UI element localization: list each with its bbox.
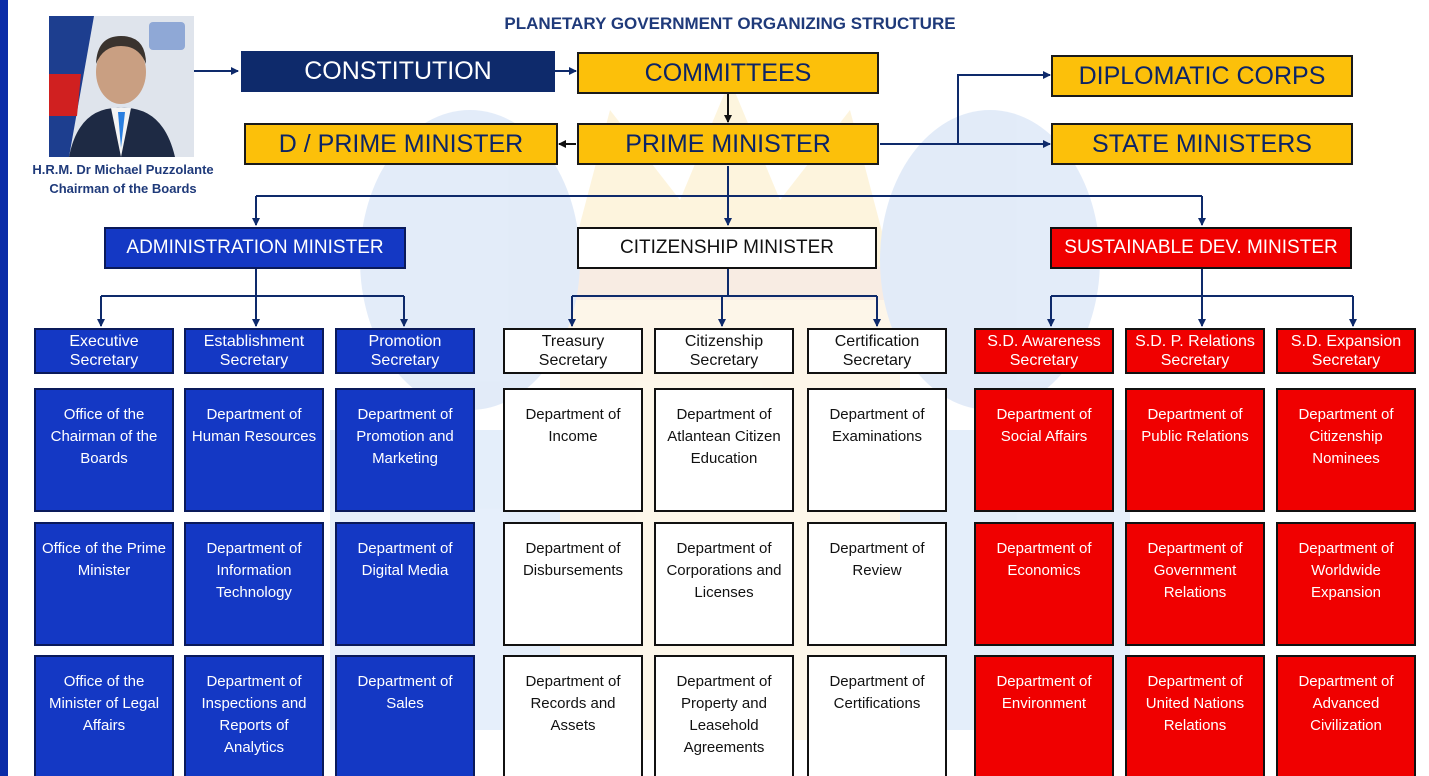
department-box: Department of Review	[807, 522, 947, 646]
chairman-photo	[49, 16, 194, 157]
secretary-label-line: Secretary	[842, 352, 912, 369]
department-box: Department of Promotion and Marketing	[335, 388, 475, 512]
sustainable-dev-minister-box: SUSTAINABLE DEV. MINISTER	[1050, 227, 1352, 269]
department-box: Department of Worldwide Expansion	[1276, 522, 1416, 646]
secretary-label-line: Establishment	[203, 333, 305, 350]
secretary-label-line: Secretary	[1009, 352, 1079, 369]
secretary-label-line: Secretary	[538, 352, 608, 369]
secretary-label-line: Secretary	[370, 352, 440, 369]
deputy-prime-minister-box: D / PRIME MINISTER	[244, 123, 558, 165]
chart-title: PLANETARY GOVERNMENT ORGANIZING STRUCTUR…	[504, 14, 956, 33]
department-box: Department of Information Technology	[184, 522, 324, 646]
secretary-label-line: Treasury	[541, 333, 605, 350]
arrow-pm-to-diplomatic	[880, 71, 1051, 145]
department-box: Department of Public Relations	[1125, 388, 1265, 512]
department-box: Department of Government Relations	[1125, 522, 1265, 646]
department-box: Department of Social Affairs	[974, 388, 1114, 512]
department-box: Department of Human Resources	[184, 388, 324, 512]
secretary-label-line: Secretary	[689, 352, 759, 369]
secretary-label-line: Executive	[69, 333, 139, 350]
department-box: Department of Certifications	[807, 655, 947, 776]
secretary-label-line: Promotion	[368, 333, 442, 350]
department-box: Department of Advanced Civilization	[1276, 655, 1416, 776]
chairman-name: H.R.M. Dr Michael Puzzolante	[32, 162, 214, 177]
department-box: Department of Sales	[335, 655, 475, 776]
secretary-label-line: Certification	[834, 333, 920, 350]
secretary-label-line: S.D. Awareness	[987, 333, 1101, 350]
citizenship-minister-box: CITIZENSHIP MINISTER	[577, 227, 877, 269]
secretary-label-line: Secretary	[69, 352, 139, 369]
chairman-role: Chairman of the Boards	[49, 181, 197, 196]
department-box: Department of Records and Assets	[503, 655, 643, 776]
secretary-label-line: S.D. P. Relations	[1135, 333, 1255, 350]
department-box: Office of the Prime Minister	[34, 522, 174, 646]
department-box: Department of Disbursements	[503, 522, 643, 646]
department-box: Department of Property and Leasehold Agr…	[654, 655, 794, 776]
department-box: Department of Atlantean Citizen Educatio…	[654, 388, 794, 512]
department-box: Department of Digital Media	[335, 522, 475, 646]
department-box: Department of Inspections and Reports of…	[184, 655, 324, 776]
department-box: Office of the Minister of Legal Affairs	[34, 655, 174, 776]
prime-minister-box: PRIME MINISTER	[577, 123, 879, 165]
state-ministers-box: STATE MINISTERS	[1051, 123, 1353, 165]
department-box: Department of United Nations Relations	[1125, 655, 1265, 776]
department-box: Department of Citizenship Nominees	[1276, 388, 1416, 512]
left-accent-bar	[0, 0, 8, 776]
constitution-box: CONSTITUTION	[241, 51, 555, 92]
department-box: Department of Economics	[974, 522, 1114, 646]
department-box: Department of Examinations	[807, 388, 947, 512]
secretary-label-line: Secretary	[219, 352, 289, 369]
committees-box: COMMITTEES	[577, 52, 879, 94]
chairman-caption: H.R.M. Dr Michael Puzzolante Chairman of…	[5, 160, 241, 198]
secretary-label-line: Secretary	[1311, 352, 1381, 369]
department-box: Department of Environment	[974, 655, 1114, 776]
department-box: Department of Corporations and Licenses	[654, 522, 794, 646]
secretary-label-line: Citizenship	[684, 333, 764, 350]
administration-minister-box: ADMINISTRATION MINISTER	[104, 227, 406, 269]
diplomatic-corps-box: DIPLOMATIC CORPS	[1051, 55, 1353, 97]
secretary-label-line: Secretary	[1160, 352, 1230, 369]
department-box: Office of the Chairman of the Boards	[34, 388, 174, 512]
secretary-label-line: S.D. Expansion	[1290, 333, 1402, 350]
department-box: Department of Income	[503, 388, 643, 512]
